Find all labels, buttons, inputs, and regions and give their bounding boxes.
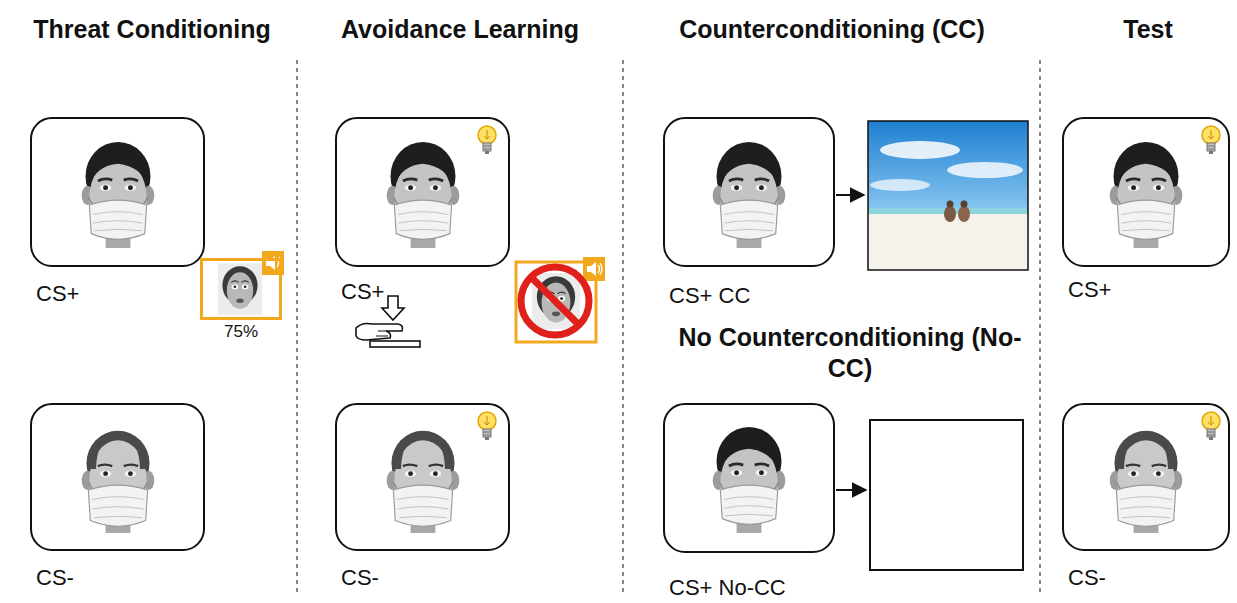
stimulus-label: CS+ — [36, 281, 79, 307]
phase-heading: Counterconditioning (CC) — [632, 14, 1032, 45]
threat-stimulus-box: 75% — [200, 258, 282, 320]
stimulus-label: 75% — [224, 322, 258, 342]
stimulus-label: CS+ — [341, 279, 384, 305]
stimulus-box: CS+ — [335, 117, 510, 267]
stimulus-box: CS+ — [30, 117, 205, 267]
stimulus-label: CS+ CC — [669, 283, 750, 309]
stimulus-label: CS- — [1068, 565, 1106, 591]
condition-heading: No Counterconditioning (No-CC) — [670, 322, 1030, 385]
phase-heading: Avoidance Learning — [310, 14, 610, 45]
phase-heading: Test — [1063, 14, 1233, 45]
stimulus-box: CS- — [30, 403, 205, 551]
beach-picture — [868, 121, 1028, 270]
stimulus-box: CS+ No-CC — [663, 403, 835, 553]
stimulus-label: CS- — [36, 565, 74, 591]
phase-heading: Threat Conditioning — [7, 14, 297, 45]
stimulus-box: CS- — [335, 403, 510, 551]
stimulus-box: CS- — [1062, 403, 1230, 551]
stimulus-box: CS+ — [1062, 117, 1230, 267]
stimulus-label: CS- — [341, 565, 379, 591]
stimulus-box: CS+ CC — [663, 117, 835, 267]
stimulus-label: CS+ — [1068, 277, 1111, 303]
stimulus-label: CS+ No-CC — [669, 575, 786, 601]
